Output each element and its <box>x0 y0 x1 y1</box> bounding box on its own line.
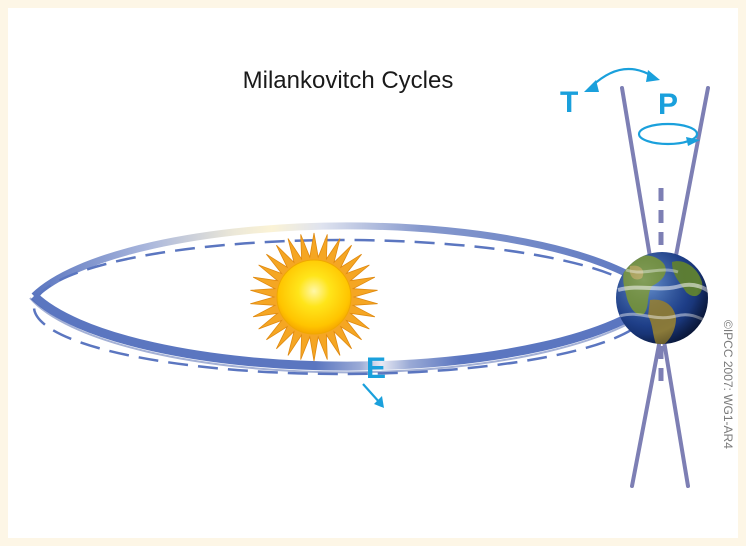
precession-label: P <box>658 88 678 121</box>
tilt-label: T <box>560 86 578 119</box>
precession-arrow <box>637 122 700 146</box>
copyright-credit: ©IPCC 2007: WG1-AR4 <box>721 320 735 449</box>
diagram-title: Milankovitch Cycles <box>243 67 454 94</box>
eccentricity-arrow <box>362 383 384 408</box>
earth-icon <box>616 252 708 344</box>
orbit-ellipse-front <box>30 292 664 371</box>
tilt-arrow <box>584 67 660 92</box>
orbit-ellipse-edge <box>29 297 665 374</box>
eccentricity-label: E <box>366 352 386 385</box>
white-panel <box>8 8 738 538</box>
orbit-ellipse-back <box>31 222 663 299</box>
sun-icon <box>250 232 378 362</box>
